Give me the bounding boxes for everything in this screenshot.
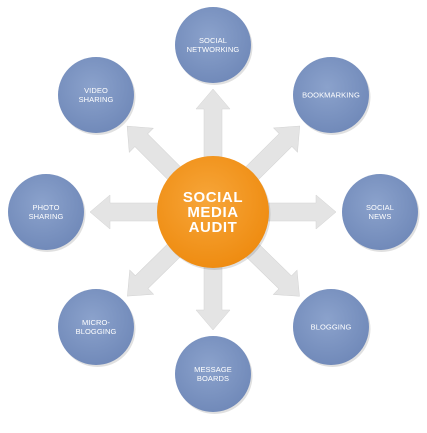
node-label-line: SHARING — [79, 95, 114, 104]
node-label-line: BLOGGING — [311, 323, 352, 332]
node-label-line: BOARDS — [197, 374, 229, 383]
node-circle — [342, 174, 418, 250]
node-blogging: BLOGGING — [293, 289, 371, 367]
node-label-line: MESSAGE — [194, 365, 232, 374]
node-circle — [293, 57, 369, 133]
node-label-line: VIDEO — [84, 86, 108, 95]
node-label-line: BOOKMARKING — [302, 91, 360, 100]
node-bookmarking: BOOKMARKING — [293, 57, 371, 135]
node-circle — [293, 289, 369, 365]
center-label-line: AUDIT — [189, 219, 238, 236]
node-label-line: MICRO- — [82, 318, 110, 327]
node-label-line: PHOTO — [32, 203, 59, 212]
node-label-line: NEWS — [369, 212, 392, 221]
node-label-line: SOCIAL — [199, 36, 227, 45]
node-micro-blogging: MICRO-BLOGGING — [58, 289, 136, 367]
node-label-line: SOCIAL — [366, 203, 394, 212]
node-label-line: SHARING — [29, 212, 64, 221]
node-circle — [58, 289, 134, 365]
node-label-line: NETWORKING — [187, 45, 240, 54]
node-circle — [175, 336, 251, 412]
node-circle — [58, 57, 134, 133]
center-label-line: SOCIAL — [183, 189, 243, 206]
center-circle — [157, 156, 269, 268]
nodes-group: SOCIALNETWORKINGBOOKMARKINGSOCIALNEWSBLO… — [8, 7, 420, 414]
node-label-line: BLOGGING — [76, 327, 117, 336]
node-circle — [175, 7, 251, 83]
node-circle — [8, 174, 84, 250]
center-label-line: MEDIA — [187, 204, 238, 221]
